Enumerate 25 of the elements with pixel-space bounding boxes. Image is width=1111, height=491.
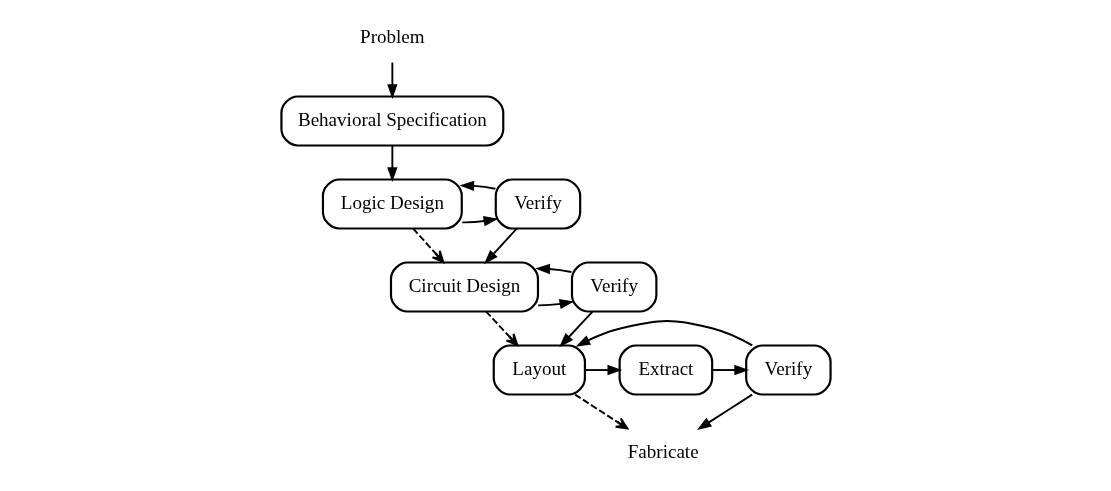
arrow: [386, 61, 397, 100]
arrow: [536, 298, 574, 310]
node-box: Circuit Design: [389, 261, 539, 313]
node-box: Extract: [618, 344, 713, 396]
node-text: Problem: [359, 26, 425, 47]
node-box: Layout: [492, 344, 586, 396]
arrow: [558, 310, 593, 348]
node-text: Fabricate: [627, 441, 699, 463]
node-box: Verify: [494, 178, 581, 230]
node-box: Verify: [570, 261, 657, 313]
arrow: [696, 393, 753, 431]
node-box: Behavioral Specification: [279, 95, 504, 147]
arrow: [534, 263, 572, 275]
arrow: [573, 393, 628, 430]
arrow: [483, 227, 518, 265]
arrow: [575, 320, 753, 347]
arrow: [583, 364, 622, 376]
arrow: [710, 364, 749, 376]
arrow: [411, 227, 444, 264]
arrow: [484, 310, 518, 347]
arrow: [386, 144, 397, 183]
node-box: Verify: [744, 344, 832, 396]
node-box: Logic Design: [321, 178, 463, 230]
arrow: [460, 216, 498, 227]
arrow: [458, 180, 496, 192]
